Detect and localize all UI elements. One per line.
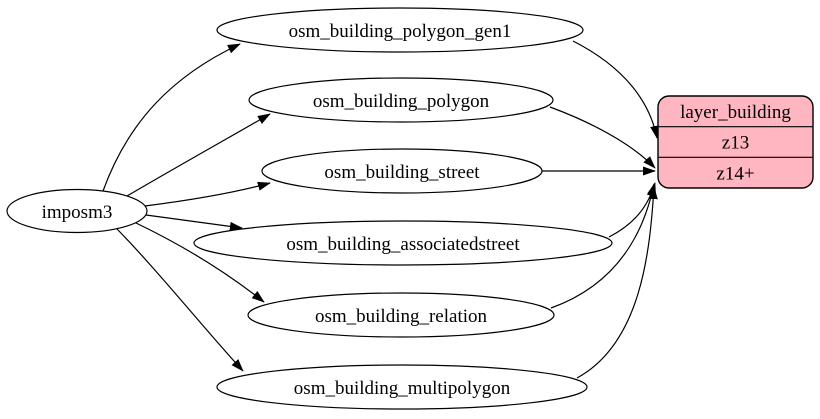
- edge-osm_building_relation-to-z14plus: [550, 183, 656, 309]
- osm_building_associatedstreet-ellipse: [193, 220, 613, 266]
- osm_building_associatedstreet-label: osm_building_associatedstreet: [286, 234, 520, 255]
- osm_building_multipolygon-ellipse: [216, 364, 588, 410]
- edge-osm_building_multipolygon-to-z14plus: [576, 186, 658, 379]
- edge-osm_building_associatedstreet-to-z14plus: [608, 182, 656, 238]
- layer_building-row-z14plus: z14+: [716, 164, 754, 185]
- edges-source-to-tables: [102, 43, 271, 372]
- osm_building_polygon-label: osm_building_polygon: [313, 91, 490, 112]
- osm_building_polygon_gen1-ellipse: [216, 7, 584, 53]
- osm_building_polygon-ellipse: [248, 77, 554, 123]
- edge-imposm3-to-osm_building_relation: [135, 222, 265, 303]
- osm_building_multipolygon-label: osm_building_multipolygon: [294, 378, 511, 399]
- node-osm_building_street: osm_building_street: [261, 148, 543, 194]
- edge-imposm3-to-osm_building_associatedstreet: [145, 214, 243, 231]
- edge-osm_building_polygon-to-z14plus: [549, 106, 656, 169]
- edge-imposm3-to-osm_building_polygon: [126, 113, 271, 197]
- layer_building-title: layer_building: [680, 102, 791, 123]
- osm_building_polygon_gen1-label: osm_building_polygon_gen1: [289, 21, 512, 42]
- node-osm_building_polygon: osm_building_polygon: [248, 77, 554, 123]
- osm_building_street-ellipse: [261, 148, 543, 194]
- edges-tables-to-layer: [542, 40, 660, 379]
- osm_building_street-label: osm_building_street: [324, 162, 480, 183]
- node-layer_building: layer_building z13 z14+: [657, 95, 814, 189]
- imposm3-label: imposm3: [42, 202, 113, 223]
- node-osm_building_polygon_gen1: osm_building_polygon_gen1: [216, 7, 584, 53]
- edge-imposm3-to-osm_building_multipolygon: [116, 228, 244, 372]
- osm_building_relation-label: osm_building_relation: [315, 306, 488, 327]
- node-osm_building_associatedstreet: osm_building_associatedstreet: [193, 220, 613, 266]
- node-osm_building_multipolygon: osm_building_multipolygon: [216, 364, 588, 410]
- osm_building_relation-ellipse: [247, 292, 555, 338]
- layer_building-box: [657, 95, 814, 189]
- node-osm_building_relation: osm_building_relation: [247, 292, 555, 338]
- imposm3-ellipse: [6, 188, 148, 234]
- edge-imposm3-to-osm_building_polygon_gen1: [102, 43, 241, 192]
- layer_building-row-z13: z13: [722, 133, 749, 154]
- edge-imposm3-to-osm_building_street: [144, 181, 271, 207]
- edge-osm_building_polygon_gen1-to-z13: [572, 40, 660, 139]
- node-imposm3: imposm3: [6, 188, 148, 234]
